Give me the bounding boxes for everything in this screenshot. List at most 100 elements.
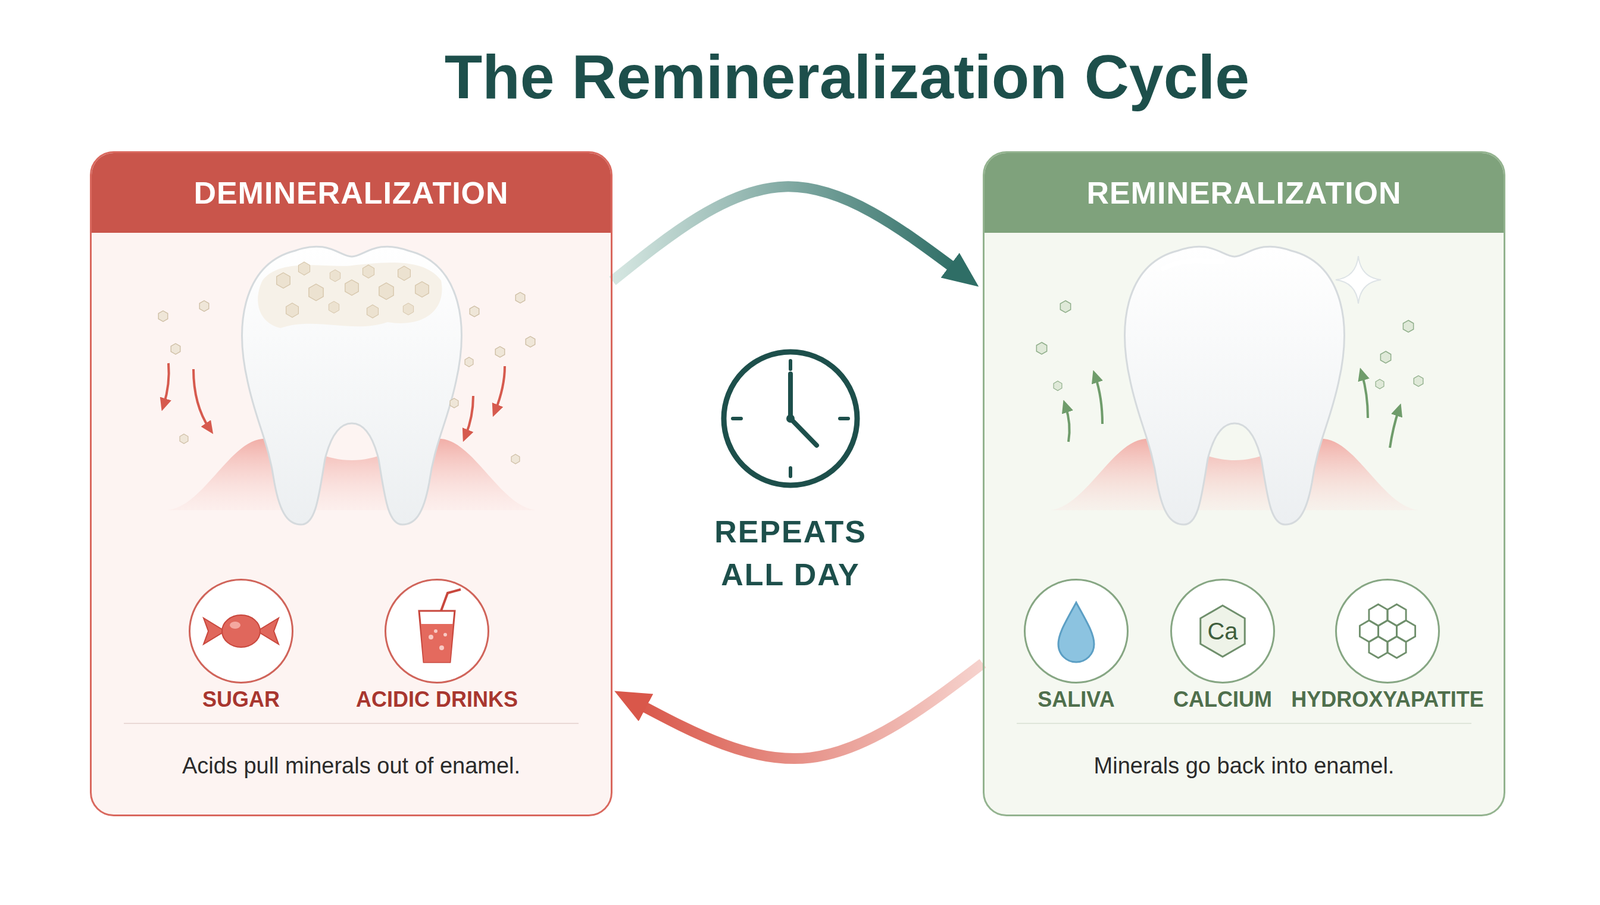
mineral-particle [511,454,520,464]
drink-icon [443,632,448,637]
factor-icon: SALIVA [1023,578,1129,684]
tooth-demineralized [167,438,537,511]
cycle-arrow [637,663,983,759]
loss-arrow [465,395,474,436]
drink-icon [428,634,434,640]
tooth-demineralized [379,282,394,300]
drink-icon [419,610,455,662]
clock-icon [788,467,793,477]
icon-ground [189,579,1439,683]
candy-icon [222,614,261,648]
icon-ground [1336,579,1439,683]
stage-panel: DEMINERALIZATIONAcids pull minerals out … [89,151,613,817]
sparkle [1335,255,1381,304]
tooth-demineralized [167,246,537,525]
mineral-particle [1053,380,1062,391]
mineral-particle [1413,375,1424,387]
candy-icon [229,621,241,629]
tooth-demineralized [362,264,374,278]
tooth-demineralized [345,279,359,296]
mineral-particle [170,343,181,355]
mineral-particle [1060,300,1071,313]
clock-icon [732,416,742,421]
drink-icon [419,589,461,662]
divider [123,722,579,724]
tooth-demineralized [286,302,299,318]
loss-arrow [163,363,505,436]
tooth-demineralized [328,301,339,314]
cycle-arrow [612,186,958,281]
tooth-healthy [1050,438,1420,511]
icon-label: SUGAR [202,686,280,713]
clock-icon [788,373,793,419]
tooth-healthy [1050,246,1420,525]
loss-arrow [163,363,170,405]
mineral-particle [515,292,525,303]
mineral-particle [1375,379,1384,389]
honeycomb-icon [1369,604,1388,626]
icon-ground [1025,579,1128,683]
clock-icon [786,414,795,423]
icon-label: CALCIUM [1173,686,1273,713]
gain-arrow [1389,409,1399,448]
mineral-particle [1036,342,1047,355]
stage-panel: REMINERALIZATION Minerals go back into en… [982,151,1506,817]
honeycomb-icon [1359,604,1415,658]
honeycomb-icon [1369,636,1388,658]
tooth-demineralized [329,269,340,282]
gain-arrow [1065,405,1070,442]
gain-arrow [1095,376,1103,424]
tooth-demineralized [366,304,378,318]
mineral-particle [525,336,536,348]
icon-ground [1171,579,1274,683]
clock-icon [839,416,849,421]
tooth-healthy [1163,260,1223,269]
connector-layer [612,186,983,759]
mineral-particle [464,357,474,367]
gain-arrow [1065,373,1399,448]
icon-ground [189,579,293,683]
mineral-particle [450,398,459,408]
divider [1016,722,1472,724]
honeycomb-icon [1387,636,1406,658]
tooth-demineralized [276,272,291,289]
mineral-particle [495,346,505,358]
tooth-demineralized [257,262,442,328]
tooth-healthy [1125,246,1345,525]
tooth-demineralized [308,283,324,301]
panel-caption: Minerals go back into enamel. [990,750,1498,781]
clock-icon [723,351,858,486]
clock-icon [723,351,858,486]
tooth-demineralized [415,281,430,298]
drink-icon [433,629,438,633]
icon-label: ACIDIC DRINKS [355,686,518,713]
mineral-particle [469,305,480,317]
icon-label: SALIVA [1037,686,1115,713]
factor-icon: HYDROXYAPATITE [1335,578,1440,684]
panel-ground [91,152,612,815]
loss-arrow [495,366,505,411]
panel-ground [983,152,1505,815]
mineral-particle [1402,320,1414,333]
loss-arrow [193,369,210,429]
tooth-demineralized [276,261,430,318]
gain-arrow [1361,373,1368,418]
element-symbol: Ca [1172,616,1274,646]
drop-icon [1058,602,1095,662]
drink-icon [420,623,453,662]
mineral-particle [1380,351,1391,364]
title: The Remineralization Cycle [444,41,1250,113]
panel-heading: REMINERALIZATION [984,152,1504,233]
icon-ground [385,579,489,683]
honeycomb-icon [1387,604,1406,626]
mineral-particle [199,300,209,312]
factor-icon: SUGAR [188,578,294,684]
tooth-demineralized [402,302,414,315]
tooth-demineralized [298,261,310,275]
cycle-note: REPEATS ALL DAY [695,510,886,596]
clock-icon [788,360,793,370]
panel-caption: Acids pull minerals out of enamel. [97,750,605,781]
tooth-demineralized [242,246,462,525]
mineral-particle [158,310,168,322]
